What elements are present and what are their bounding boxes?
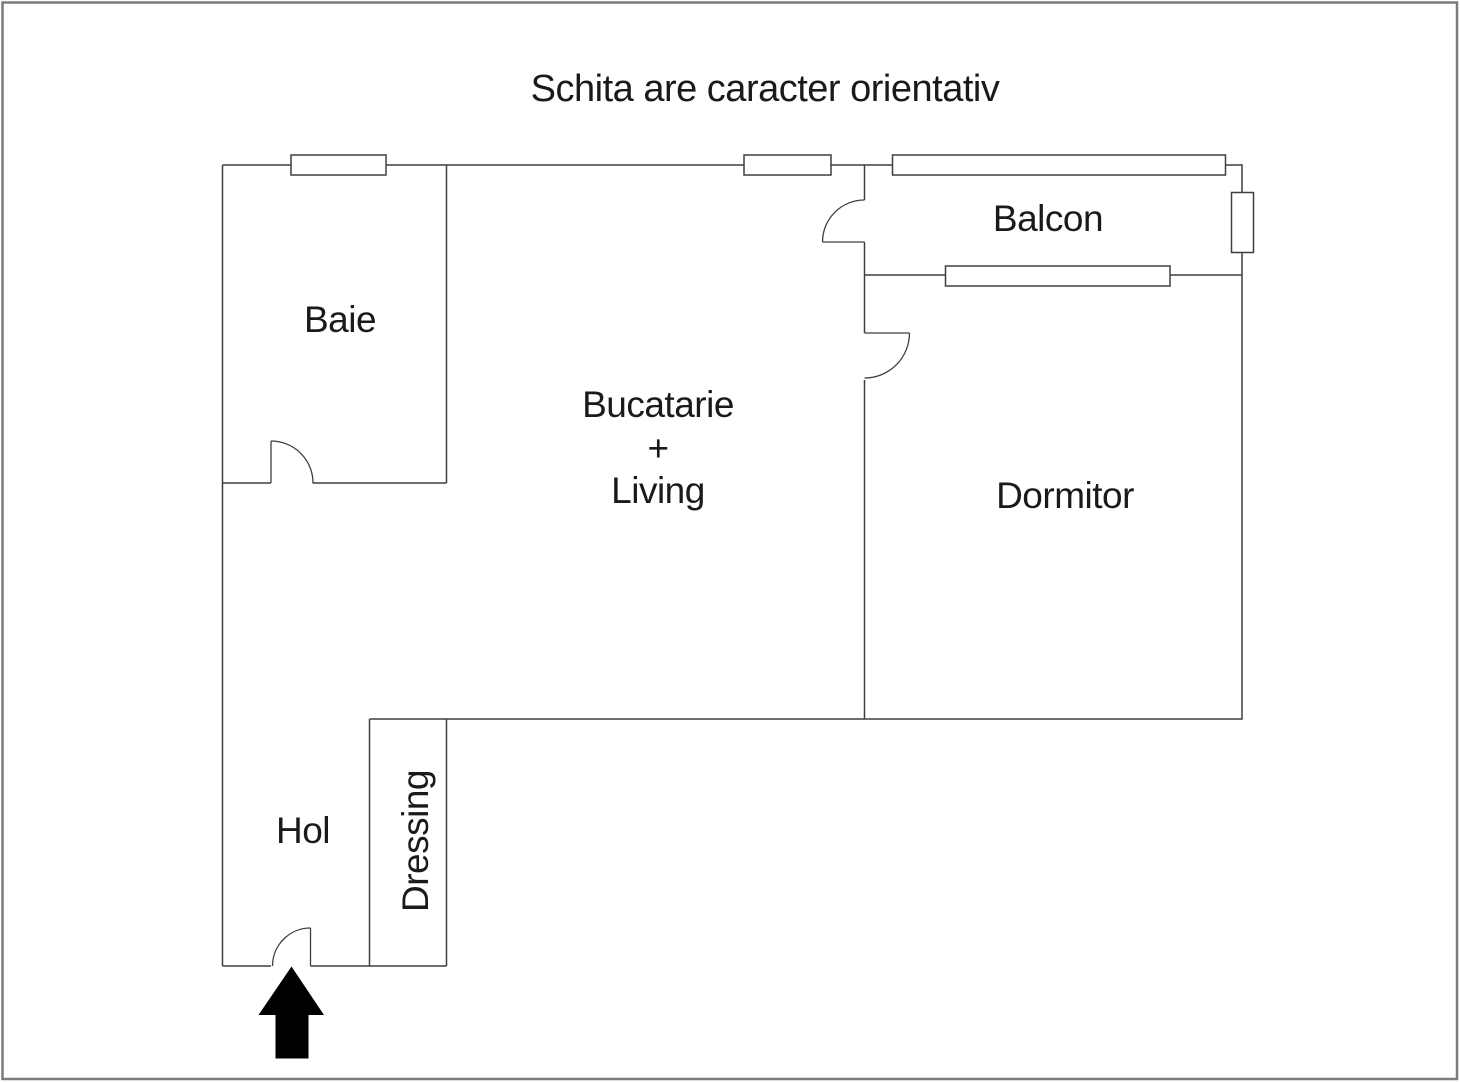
door-arc-entrance [271, 927, 311, 967]
walls [221, 164, 1243, 967]
doors [270, 199, 911, 967]
entrance-arrow-icon [258, 966, 324, 1059]
room-label-living: Living [611, 470, 705, 511]
windows [290, 154, 1255, 287]
room-label-hol: Hol [276, 810, 330, 851]
door-arc-balcon [821, 199, 865, 243]
room-label-baie: Baie [304, 299, 376, 340]
room-label-plus: + [647, 428, 668, 469]
window-balcon-top [891, 154, 1227, 176]
room-label-bucatarie: Bucatarie [582, 384, 734, 425]
room-label-balcon: Balcon [993, 198, 1103, 239]
door-arc-baie [270, 440, 314, 484]
window-baie [290, 154, 387, 176]
room-label-dressing: Dressing [395, 770, 436, 912]
window-bucatarie [743, 154, 832, 176]
door-arc-dormitor [864, 332, 911, 379]
window-balcon-dormitor [944, 265, 1171, 287]
room-label-dormitor: Dormitor [996, 475, 1134, 516]
window-balcon-right [1230, 191, 1255, 254]
plan-title: Schita are caracter orientativ [531, 68, 1000, 110]
